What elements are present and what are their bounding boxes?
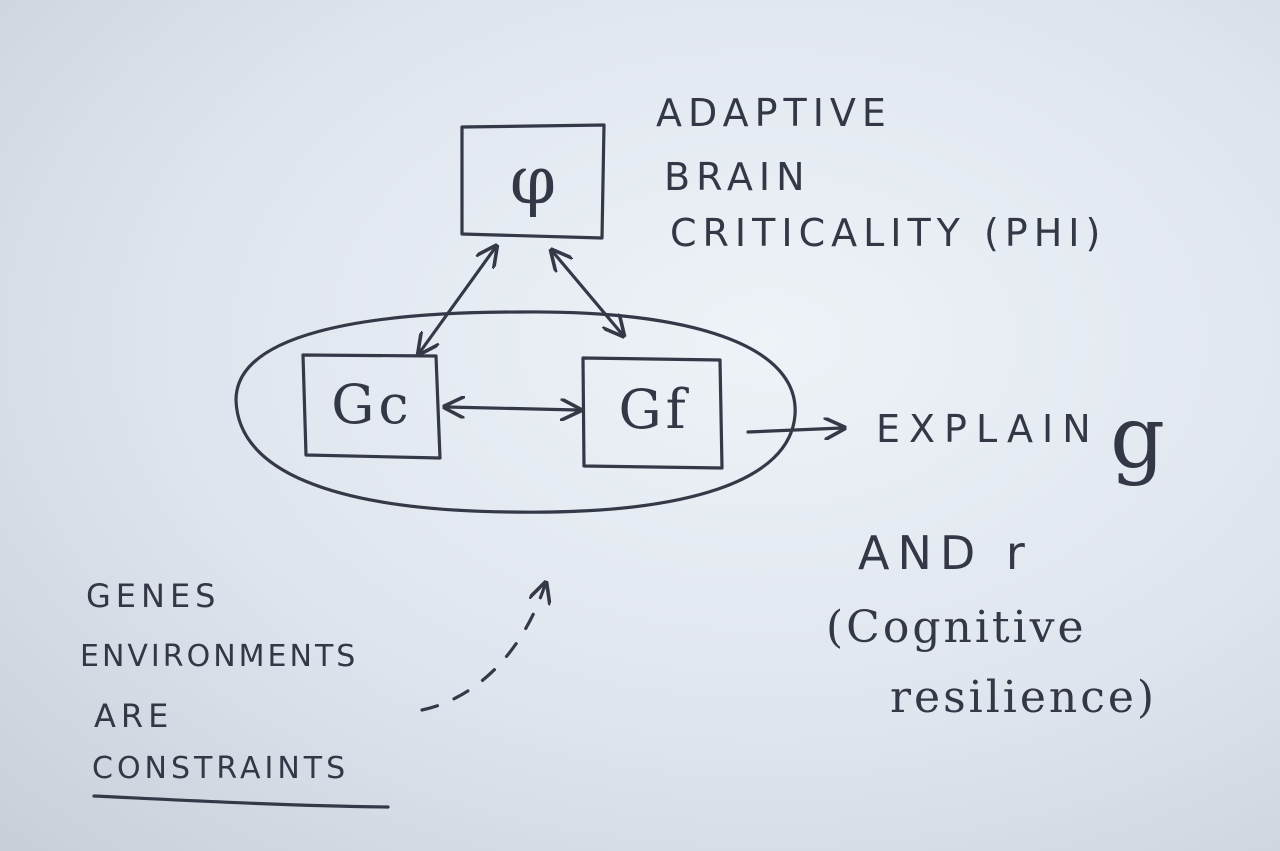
explain-arrow <box>746 428 842 432</box>
gf-label: Gf <box>618 378 690 441</box>
gc-gf-arrow <box>447 407 578 410</box>
explain-text: EXPLAIN <box>876 407 1100 451</box>
gf-box <box>581 356 724 470</box>
resilience-line-2: resilience) <box>890 672 1158 723</box>
constraints-line-2: ENVIRONMENTS <box>80 639 359 674</box>
phi-symbol: φ <box>509 142 557 219</box>
phi-title-line-2: BRAIN <box>664 155 811 199</box>
gc-label: Gc <box>331 373 413 436</box>
constraints-underline <box>92 794 390 809</box>
and-r-text: AND r <box>858 526 1033 580</box>
constraints-line-4: CONSTRAINTS <box>92 751 350 786</box>
constraints-line-3: ARE <box>94 697 174 735</box>
constraints-dashed-arrow <box>420 585 545 712</box>
phi-title-line-1: ADAPTIVE <box>656 91 892 135</box>
phi-box <box>460 123 606 240</box>
phi-gf-arrow <box>553 252 622 334</box>
phi-title-line-3: CRITICALITY (PHI) <box>670 211 1107 255</box>
constraints-line-1: GENES <box>86 577 221 615</box>
grouping-ellipse <box>234 310 797 514</box>
gc-box <box>301 353 442 460</box>
resilience-line-1: (Cognitive <box>826 602 1087 653</box>
phi-gc-arrow <box>420 248 495 352</box>
g-symbol: g <box>1110 388 1166 488</box>
